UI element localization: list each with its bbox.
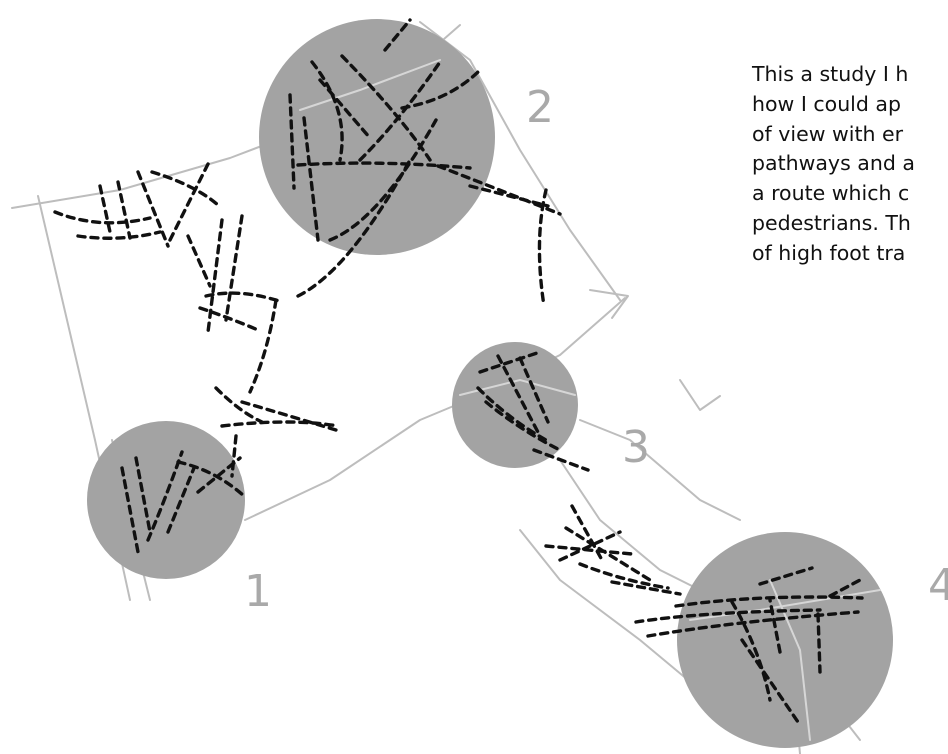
footprint-trail <box>400 68 482 110</box>
description-line: how I could ap <box>752 91 901 116</box>
footprint-trail <box>76 230 162 240</box>
footprint-trail <box>134 456 152 534</box>
path-branch-east <box>579 419 741 521</box>
footprint-trail <box>288 93 296 190</box>
footprint-trail <box>740 638 800 724</box>
footprint-trail <box>578 562 670 590</box>
footprint-trail <box>768 598 782 654</box>
zone-label-3: 3 <box>622 422 650 473</box>
activity-zones <box>87 19 893 748</box>
overlay-line-zone2 <box>299 59 441 111</box>
footprint-trail <box>634 608 822 624</box>
footprint-trail <box>136 170 170 248</box>
footprint-trail <box>116 180 132 240</box>
footprint-trail <box>296 158 412 298</box>
footprint-trail <box>674 595 864 608</box>
footprint-trail <box>816 612 822 674</box>
zone-label-1: 1 <box>244 566 272 617</box>
footprint-trail <box>302 116 320 242</box>
footprint-trail <box>186 234 212 288</box>
path-branch-hook <box>679 379 721 411</box>
description-line: This a study I h <box>752 62 909 86</box>
footprint-trail <box>120 466 140 554</box>
footprint-trail <box>537 188 548 308</box>
footprint-trail <box>544 544 634 556</box>
footprint-trail <box>166 466 196 534</box>
footprint-trails <box>53 18 864 724</box>
zone-label-2: 2 <box>526 82 554 133</box>
description-line: pedestrians. Th <box>752 210 911 235</box>
overlay-line-zone4-a <box>689 589 881 621</box>
description-line: of view with er <box>752 121 904 146</box>
footprint-trail <box>53 210 152 225</box>
zone-2-circle <box>259 19 495 255</box>
footprint-trail <box>496 354 542 438</box>
footprint-trail <box>296 161 472 170</box>
footprint-trail <box>150 170 220 207</box>
footprint-trail <box>248 298 278 394</box>
footprint-trail <box>730 600 772 702</box>
footprint-trail <box>196 456 242 494</box>
path-corner-stroke <box>589 289 629 319</box>
footprint-trail <box>564 526 652 582</box>
footprint-trail <box>206 218 224 334</box>
footprint-trail <box>478 350 542 374</box>
description-line: pathways and a <box>752 151 915 176</box>
footprint-trail <box>828 578 862 598</box>
footprint-trail <box>476 386 548 442</box>
footprint-trail <box>758 566 814 586</box>
footprint-trail <box>558 530 622 562</box>
footprint-trail <box>224 214 244 322</box>
footprint-trail <box>468 184 550 208</box>
footprint-trail <box>220 420 340 428</box>
footprint-trail <box>518 356 550 424</box>
footprint-trail <box>328 118 438 242</box>
footprint-trail <box>214 386 264 424</box>
description-line: of high foot tra <box>752 240 906 265</box>
path-corridor-right <box>559 459 701 591</box>
footprint-trail <box>310 60 344 162</box>
description-text: This a study I h how I could ap of view … <box>752 60 948 269</box>
footprint-trail <box>176 460 246 498</box>
path-corridor-left <box>519 529 701 691</box>
footprint-trail <box>204 291 284 304</box>
footprint-trail <box>340 54 432 162</box>
footprint-trail <box>358 60 442 162</box>
overlay-line-zone4-b <box>769 579 811 741</box>
description-line: a route which c <box>752 181 910 206</box>
zone-4-circle <box>677 532 893 748</box>
path-lower-edge <box>244 297 626 521</box>
footprint-trail <box>532 448 590 472</box>
footprint-trail <box>610 580 682 596</box>
footprint-trail <box>383 18 412 52</box>
footprint-trail <box>484 400 562 452</box>
footprint-trail <box>318 78 372 140</box>
zone-label-4: 4 <box>928 560 948 611</box>
footprint-trail <box>646 610 860 638</box>
zone-3-circle <box>452 342 578 468</box>
footprint-trail <box>230 434 238 478</box>
footprint-trail <box>168 158 212 242</box>
footprint-trail <box>436 164 562 216</box>
footprint-trail <box>98 184 112 234</box>
footprint-trail <box>198 306 260 332</box>
footprint-trail <box>240 400 338 432</box>
